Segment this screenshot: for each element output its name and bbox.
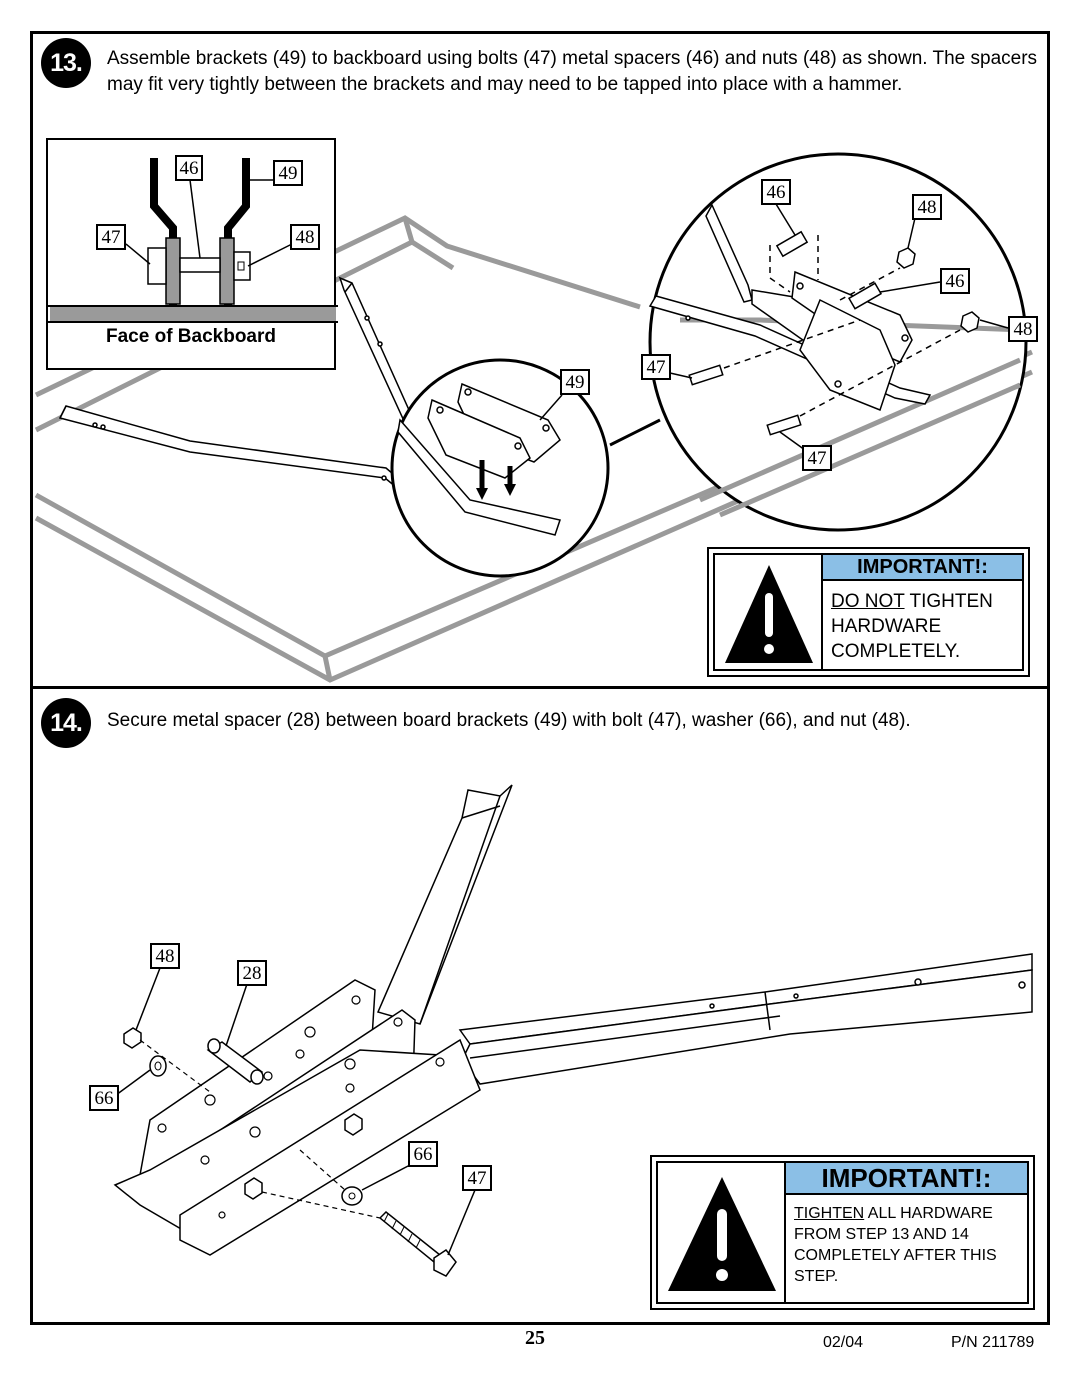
callout-66-left-step14: 66: [89, 1085, 119, 1111]
bracket-zoom-circle: [390, 358, 661, 578]
callout-66-right-step14: 66: [408, 1141, 438, 1167]
page-number: 25: [525, 1327, 545, 1349]
important-13-line2: HARDWARE: [831, 616, 942, 637]
callout-46: 46: [175, 155, 203, 181]
warning-icon: [668, 1177, 776, 1291]
step-14-instruction: Secure metal spacer (28) between board b…: [107, 710, 911, 731]
detail-callout-48-right: 48: [1008, 316, 1038, 342]
warning-icon: [725, 565, 813, 663]
page-frame: [30, 31, 1050, 1325]
important-14-line4: STEP.: [794, 1268, 839, 1285]
important-box-step13: IMPORTANT!: DO NOT TIGHTEN HARDWARE COMP…: [707, 547, 1030, 677]
face-of-backboard-inset: 46 49 47 48 Face of Backboard: [46, 138, 338, 370]
part-number: P/N 211789: [951, 1334, 1035, 1351]
detail-callout-46-right: 46: [940, 268, 970, 294]
detail-callout-46-top: 46: [761, 179, 791, 205]
important-heading-14: IMPORTANT!:: [786, 1163, 1027, 1195]
footer-date: 02/04: [823, 1334, 864, 1351]
important-14-line1: ALL HARDWARE: [864, 1205, 993, 1222]
step-divider: [30, 686, 1050, 689]
hardware-detail-circle: [648, 152, 1028, 532]
callout-47-step14: 47: [462, 1165, 492, 1191]
inset-caption: Face of Backboard: [106, 326, 276, 347]
zoom-callout-49: 49: [560, 369, 590, 395]
step-13-instruction: Assemble brackets (49) to backboard usin…: [107, 48, 1038, 95]
callout-47: 47: [96, 224, 126, 250]
important-heading-13: IMPORTANT!:: [823, 555, 1022, 581]
callout-28-step14: 28: [237, 960, 267, 986]
important-14-line2: FROM STEP 13 AND 14: [794, 1226, 969, 1243]
callout-49: 49: [273, 160, 303, 186]
important-13-line1: TIGHTEN: [904, 591, 993, 612]
callout-48: 48: [290, 224, 320, 250]
detail-callout-47-bottom: 47: [802, 445, 832, 471]
important-13-underlined: DO NOT: [831, 591, 905, 612]
cross-section-drawing: [48, 158, 338, 323]
step-14-number: 14.: [41, 698, 91, 748]
important-14-underlined: TIGHTEN: [794, 1205, 865, 1222]
important-body-13: DO NOT TIGHTEN HARDWARE COMPLETELY.: [831, 589, 993, 664]
important-box-step14: IMPORTANT!: TIGHTEN ALL HARDWARE FROM ST…: [650, 1155, 1035, 1310]
detail-callout-47-left: 47: [641, 354, 671, 380]
detail-callout-48-top: 48: [912, 194, 942, 220]
step-13-number: 13.: [41, 38, 91, 88]
callout-48-step14: 48: [150, 943, 180, 969]
important-14-line3: COMPLETELY AFTER THIS: [794, 1247, 997, 1264]
important-body-14: TIGHTEN ALL HARDWARE FROM STEP 13 AND 14…: [794, 1203, 997, 1287]
important-13-line3: COMPLETELY.: [831, 641, 961, 662]
